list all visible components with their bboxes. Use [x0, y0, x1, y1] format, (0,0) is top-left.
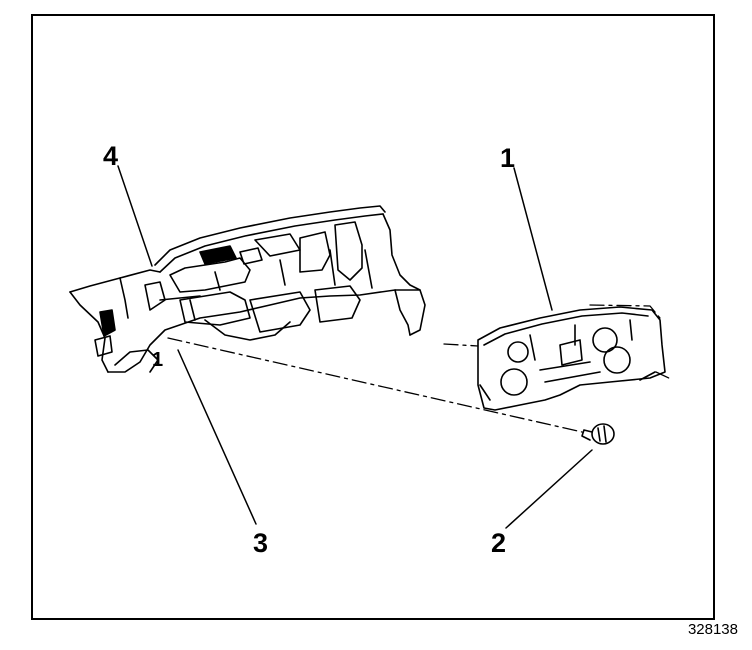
leader-lines: [117, 165, 593, 529]
alignment-lines: [167, 304, 674, 433]
callout-2: 2: [491, 528, 507, 558]
inset-callout-1: 1: [152, 349, 164, 371]
instrument-panel-carrier: [69, 205, 426, 373]
instrument-cluster: [477, 306, 666, 411]
callout-1: 1: [500, 143, 516, 173]
callout-4: 4: [103, 141, 119, 171]
screw: [581, 423, 615, 445]
diagram-frame: [31, 14, 715, 620]
figure-id: 328138: [687, 621, 738, 638]
callout-3: 3: [253, 528, 269, 558]
